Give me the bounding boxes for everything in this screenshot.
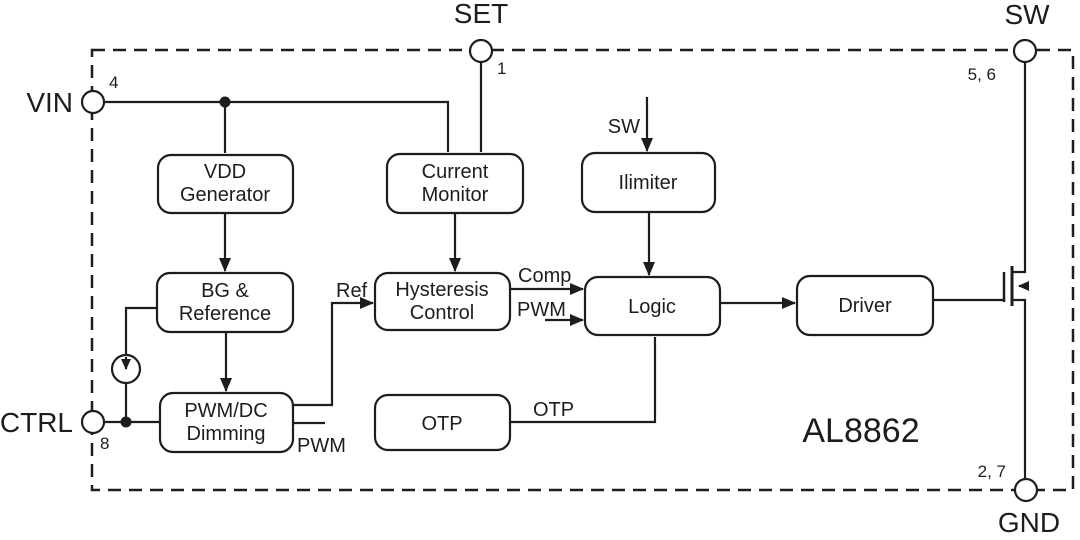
part-number-label: AL8862 [802, 412, 919, 450]
vdd-generator-label-1: VDD [204, 161, 246, 183]
vdd-generator-label-2: Generator [180, 184, 270, 206]
mosfet-symbol [1002, 266, 1029, 306]
block-driver: Driver [795, 274, 935, 337]
ic-boundary [90, 48, 1075, 492]
ctrl-pin-label: CTRL [0, 407, 73, 438]
gnd-pin-circle [1013, 477, 1039, 503]
vin-pin-label: VIN [26, 87, 73, 118]
vin-pin-circle [80, 89, 106, 115]
set-pin-number: 1 [497, 59, 506, 78]
bg-reference-label-2: Reference [179, 303, 271, 325]
block-ilimiter: Ilimiter [580, 151, 717, 214]
hysteresis-label-1: Hysteresis [395, 279, 488, 301]
pwm-out-signal-label: PWM [297, 435, 346, 457]
wire-source-to-gnd [1012, 298, 1027, 479]
block-logic: Logic [583, 275, 722, 337]
logic-label: Logic [628, 296, 676, 318]
otp-signal-label: OTP [533, 399, 574, 421]
driver-label: Driver [838, 295, 892, 317]
wire-bg-to-current-source [124, 306, 157, 355]
current-monitor-label-2: Monitor [422, 184, 489, 206]
set-pin-circle [468, 38, 494, 64]
pins [80, 38, 1039, 503]
hysteresis-label-2: Control [410, 302, 474, 324]
sw-internal-signal-label: SW [608, 116, 640, 138]
block-pwm-dc-dimming: PWM/DC Dimming [158, 391, 295, 454]
ctrl-pin-circle [80, 409, 106, 435]
wires [104, 62, 1027, 479]
comp-signal-label: Comp [518, 265, 571, 287]
sw-pin-label: SW [1004, 0, 1050, 30]
current-source-symbol [110, 353, 142, 385]
junction-ctrl [120, 416, 132, 428]
block-otp: OTP [373, 393, 512, 452]
bg-reference-label-1: BG & [201, 280, 249, 302]
block-vdd-generator: VDD Generator [156, 153, 295, 215]
pwm-dimming-label-1: PWM/DC [184, 400, 267, 422]
wire-sw-to-drain [1012, 62, 1027, 274]
ctrl-pin-number: 8 [100, 434, 109, 453]
pwm-dimming-label-2: Dimming [187, 423, 266, 445]
block-bg-reference: BG & Reference [155, 271, 295, 334]
sw-pin-number: 5, 6 [968, 65, 996, 84]
labels: VIN SET SW CTRL GND 4 1 5, 6 8 2, 7 Ref … [0, 0, 1060, 538]
vin-pin-number: 4 [109, 73, 118, 92]
ilimiter-label: Ilimiter [619, 172, 678, 194]
gnd-pin-number: 2, 7 [978, 462, 1006, 481]
gnd-pin-label: GND [998, 507, 1060, 535]
junction-vin [219, 96, 231, 108]
wire-vin-rail [104, 100, 450, 152]
wire-otp [510, 337, 657, 424]
block-current-monitor: Current Monitor [385, 152, 525, 215]
wire-ref [293, 297, 374, 407]
blocks: VDD Generator Current Monitor Ilimiter B… [155, 151, 935, 454]
set-pin-label: SET [454, 0, 508, 29]
sw-pin-circle [1012, 38, 1038, 64]
ref-signal-label: Ref [336, 280, 368, 302]
otp-block-label: OTP [421, 413, 462, 435]
block-hysteresis-control: Hysteresis Control [373, 271, 512, 332]
current-monitor-label-1: Current [422, 161, 489, 183]
pwm-in-signal-label: PWM [517, 299, 566, 321]
